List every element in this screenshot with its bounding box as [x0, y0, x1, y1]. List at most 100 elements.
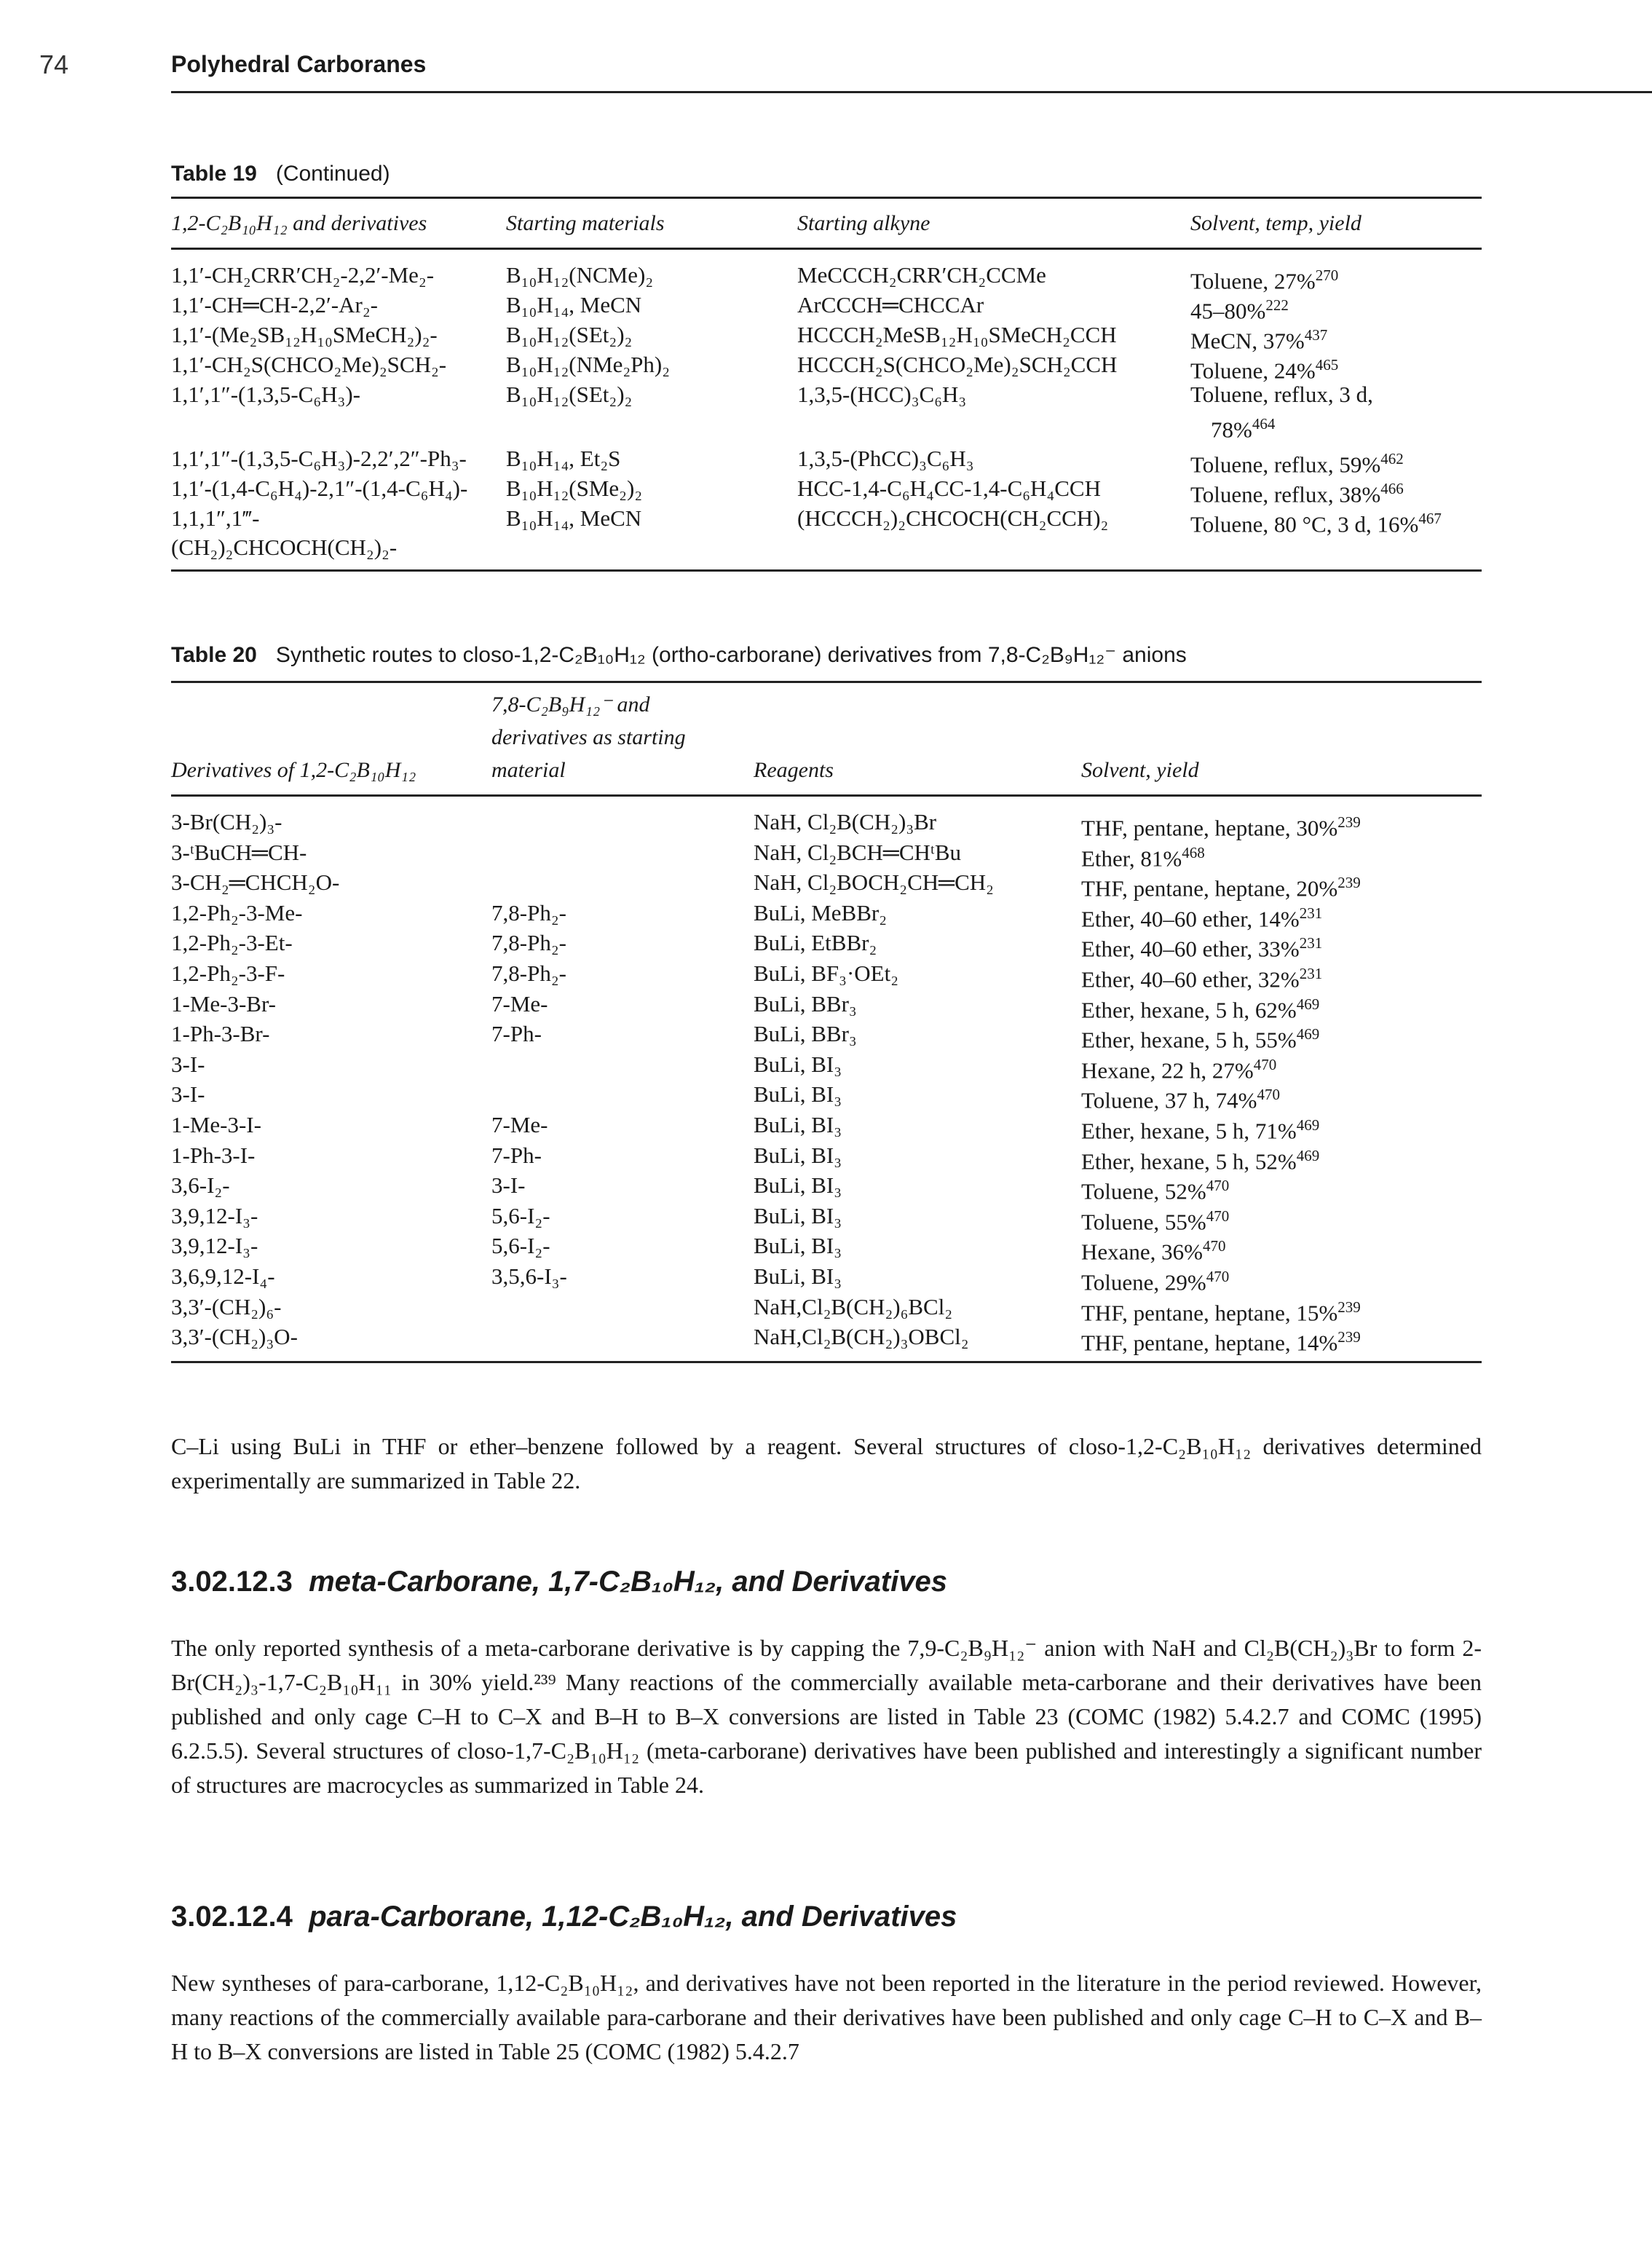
- table20-col-material-line2: derivatives as starting: [491, 725, 686, 749]
- section-number: 3.02.12.4: [171, 1901, 293, 1933]
- t19-materials: B₁₀H₁₂(SMe₂)₂: [506, 476, 643, 501]
- t19-solvent-cont: 78%464: [1211, 411, 1275, 443]
- t20-ref: 470: [1206, 1207, 1230, 1225]
- t19-solvent-text: Toluene, reflux, 59%: [1190, 451, 1381, 478]
- paragraph-3: New syntheses of para-carborane, 1,12-C₂…: [171, 1970, 1482, 2064]
- table19-col-derivatives: 1,2-C₂B₁₀H₁₂ and derivatives: [171, 211, 427, 235]
- t20-material: 7,8-Ph₂-: [491, 930, 566, 955]
- t20-material: 7-Me-: [491, 1112, 548, 1137]
- t20-ref: 469: [1296, 995, 1320, 1013]
- t20-ref: 231: [1299, 934, 1323, 952]
- t20-solvent: Toluene, 52%470: [1081, 1172, 1229, 1204]
- t20-derivative: 3-Br(CH₂)₃-: [171, 809, 282, 834]
- t20-derivative: 1,2-Ph₂-3-Me-: [171, 900, 303, 926]
- t20-solvent-text: THF, pentane, heptane, 20%: [1081, 875, 1338, 901]
- t20-material: 5,6-I₂-: [491, 1203, 550, 1228]
- t19-solvent-text: Toluene, reflux, 3 d,: [1190, 382, 1373, 407]
- t20-material: 7-Ph-: [491, 1143, 542, 1168]
- t20-solvent-text: THF, pentane, heptane, 14%: [1081, 1330, 1338, 1356]
- t19-materials: B₁₀H₁₂(SEt₂)₂: [506, 382, 633, 407]
- t20-solvent: Ether, 40–60 ether, 14%231: [1081, 900, 1322, 932]
- t20-reagents: BuLi, BI₃: [754, 1233, 842, 1258]
- t20-solvent: Ether, 40–60 ether, 33%231: [1081, 930, 1322, 962]
- t20-solvent-text: THF, pentane, heptane, 15%: [1081, 1300, 1338, 1326]
- table19-col-alkyne: Starting alkyne: [797, 211, 930, 235]
- t19-materials: B₁₀H₁₂(NMe₂Ph)₂: [506, 352, 671, 377]
- t20-reagents: NaH,Cl₂B(CH₂)₃OBCl₂: [754, 1324, 969, 1349]
- t19-materials: B₁₀H₁₄, MeCN: [506, 505, 642, 531]
- t20-ref: 470: [1206, 1177, 1230, 1194]
- t20-solvent-text: Ether, 40–60 ether, 32%: [1081, 966, 1300, 993]
- t19-alkyne: HCC-1,4-C₆H₄CC-1,4-C₆H₄CCH: [797, 476, 1101, 501]
- t20-reagents: NaH, Cl₂B(CH₂)₃Br: [754, 809, 937, 834]
- t19-derivative: 1,1′-(1,4-C₆H₄)-2,1″-(1,4-C₆H₄)-: [171, 476, 468, 501]
- t19-solvent-text: Toluene, 80 °C, 3 d, 16%: [1190, 511, 1419, 537]
- t19-derivative-cont: (CH₂)₂CHCOCH(CH₂)₂-: [171, 534, 398, 560]
- t19-ref: 466: [1380, 480, 1404, 497]
- section-title: para-Carborane, 1,12-C₂B₁₀H₁₂, and Deriv…: [309, 1901, 957, 1933]
- t20-derivative: 3,3′-(CH₂)₆-: [171, 1294, 282, 1319]
- t20-ref: 469: [1296, 1116, 1320, 1134]
- t20-reagents: NaH, Cl₂BOCH₂CH═CH₂: [754, 869, 994, 895]
- t20-solvent: Ether, 40–60 ether, 32%231: [1081, 960, 1322, 993]
- paragraph-1: C–Li using BuLi in THF or ether–benzene …: [171, 1433, 1482, 1494]
- section-title: meta-Carborane, 1,7-C₂B₁₀H₁₂, and Deriva…: [309, 1566, 948, 1598]
- t20-solvent-text: THF, pentane, heptane, 30%: [1081, 815, 1338, 841]
- t20-solvent-text: Toluene, 55%: [1081, 1209, 1206, 1235]
- t20-material: 7-Ph-: [491, 1021, 542, 1046]
- t19-solvent: MeCN, 37%437: [1190, 322, 1327, 354]
- t19-alkyne: MeCCCH₂CRR′CH₂CCMe: [797, 262, 1046, 288]
- t20-reagents: BuLi, BF₃·OEt₂: [754, 960, 899, 986]
- table19-col-solvent: Solvent, temp, yield: [1190, 211, 1361, 235]
- table20-col-material-line3: material: [491, 758, 566, 782]
- t19-solvent-text: Toluene, 24%: [1190, 358, 1316, 384]
- t20-reagents: BuLi, BBr₃: [754, 991, 857, 1017]
- t19-alkyne: ArCCCH═CHCCAr: [797, 292, 984, 317]
- t20-material: 7,8-Ph₂-: [491, 900, 566, 926]
- t19-derivative: 1,1′-CH₂S(CHCO₂Me)₂SCH₂-: [171, 352, 447, 377]
- t20-derivative: 3-I-: [171, 1081, 205, 1107]
- t20-solvent: THF, pentane, heptane, 20%239: [1081, 869, 1361, 901]
- t20-ref: 239: [1337, 1328, 1361, 1346]
- t20-reagents: NaH,Cl₂B(CH₂)₆BCl₂: [754, 1294, 953, 1319]
- t19-materials: B₁₀H₁₂(SEt₂)₂: [506, 322, 633, 347]
- t20-solvent-text: Toluene, 37 h, 74%: [1081, 1087, 1257, 1113]
- t20-ref: 470: [1253, 1056, 1277, 1073]
- table20-label: Table 20: [171, 643, 257, 667]
- t20-solvent-text: Ether, hexane, 5 h, 55%: [1081, 1027, 1297, 1053]
- t20-solvent: Hexane, 36%470: [1081, 1233, 1226, 1265]
- t20-solvent: Toluene, 37 h, 74%470: [1081, 1081, 1280, 1113]
- table19-caption-text: (Continued): [275, 162, 390, 186]
- t20-derivative: 3,6,9,12-I₄-: [171, 1263, 275, 1289]
- t20-material: 3-I-: [491, 1172, 526, 1198]
- t20-reagents: BuLi, EtBBr₂: [754, 930, 877, 955]
- t19-solvent-text: MeCN, 37%: [1190, 328, 1305, 354]
- table20-header-rule: [171, 794, 1482, 797]
- t20-derivative: 1,2-Ph₂-3-F-: [171, 960, 285, 986]
- section-heading-3-02-12-4: 3.02.12.4 para-Carborane, 1,12-C₂B₁₀H₁₂,…: [171, 1901, 957, 1933]
- t20-solvent: Toluene, 55%470: [1081, 1203, 1229, 1235]
- t20-reagents: BuLi, BI₃: [754, 1203, 842, 1228]
- t20-ref: 239: [1337, 1298, 1361, 1316]
- t19-solvent: Toluene, 24%465: [1190, 352, 1338, 384]
- t20-reagents: BuLi, BI₃: [754, 1143, 842, 1168]
- t19-solvent: Toluene, 80 °C, 3 d, 16%467: [1190, 505, 1442, 537]
- t20-solvent: Toluene, 29%470: [1081, 1263, 1229, 1295]
- page-number: 74: [39, 50, 69, 79]
- t20-ref: 470: [1257, 1086, 1280, 1103]
- t19-solvent: Toluene, reflux, 38%466: [1190, 476, 1404, 508]
- table20-col-reagents: Reagents: [754, 758, 834, 782]
- table20-top-rule: [171, 681, 1482, 683]
- t20-ref: 469: [1296, 1025, 1320, 1043]
- t19-ref: 467: [1418, 510, 1442, 527]
- t19-derivative: 1,1′-(Me₂SB₁₂H₁₀SMeCH₂)₂-: [171, 322, 438, 347]
- t20-derivative: 3-ᵗBuCH═CH-: [171, 840, 307, 865]
- t20-ref: 239: [1337, 813, 1361, 831]
- header-rule: [171, 91, 1652, 93]
- running-head: Polyhedral Carboranes: [171, 51, 427, 77]
- t20-solvent-text: Ether, 81%: [1081, 845, 1182, 872]
- t20-derivative: 3,9,12-I₃-: [171, 1203, 258, 1228]
- page-header: 74 Polyhedral Carboranes: [0, 0, 1652, 93]
- t19-solvent: 45–80%222: [1190, 292, 1289, 324]
